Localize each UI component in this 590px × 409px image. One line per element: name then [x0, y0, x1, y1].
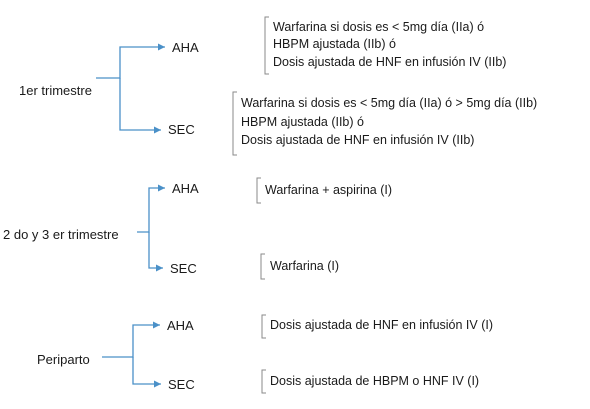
branch-label-stage3-sec: SEC: [168, 377, 195, 392]
bracket-stage1-aha: [264, 16, 269, 75]
connector-stage3-sec: [132, 357, 161, 388]
recommendation-stage1-aha-line1: Warfarina si dosis es < 5mg día (IIa) ó: [273, 20, 485, 34]
branch-label-stage2-sec: SEC: [170, 261, 197, 276]
recommendation-stage1-sec-line2: HBPM ajustada (IIb) ó: [241, 115, 364, 129]
connector-stage1-sec: [119, 78, 161, 134]
branch-label-stage2-aha: AHA: [172, 181, 199, 196]
stage-label-periparto: Periparto: [37, 352, 90, 367]
recommendation-stage2-aha: Warfarina + aspirina (I): [265, 183, 393, 197]
recommendation-stage2-sec: Warfarina (I): [270, 259, 339, 273]
connector-stage2-aha: [137, 184, 165, 233]
stage-label-2do-3er-trimestre: 2 do y 3 er trimestre: [3, 227, 119, 242]
bracket-stage3-sec: [261, 369, 266, 394]
connector-stage3-aha: [102, 321, 160, 358]
connector-stage1-aha: [96, 43, 165, 79]
recommendation-stage1-aha-line3: Dosis ajustada de HNF en infusión IV (II…: [273, 55, 507, 69]
bracket-stage3-aha: [261, 314, 266, 339]
recommendation-stage3-sec: Dosis ajustada de HBPM o HNF IV (I): [270, 374, 480, 388]
stage-label-1er-trimestre: 1er trimestre: [19, 83, 92, 98]
recommendation-stage1-sec-line3: Dosis ajustada de HNF en infusión IV (II…: [241, 133, 475, 147]
branch-label-stage1-aha: AHA: [172, 40, 199, 55]
branch-label-stage1-sec: SEC: [168, 122, 195, 137]
branch-label-stage3-aha: AHA: [167, 318, 194, 333]
connector-stage2-sec: [148, 232, 163, 272]
recommendation-stage3-aha: Dosis ajustada de HNF en infusión IV (I): [270, 318, 494, 332]
recommendation-stage1-aha-line2: HBPM ajustada (IIb) ó: [273, 37, 396, 51]
recommendation-stage1-sec-line1: Warfarina si dosis es < 5mg día (IIa) ó …: [241, 96, 538, 110]
bracket-stage2-sec: [260, 253, 265, 280]
bracket-stage2-aha: [256, 177, 261, 204]
bracket-stage1-sec: [232, 91, 237, 156]
